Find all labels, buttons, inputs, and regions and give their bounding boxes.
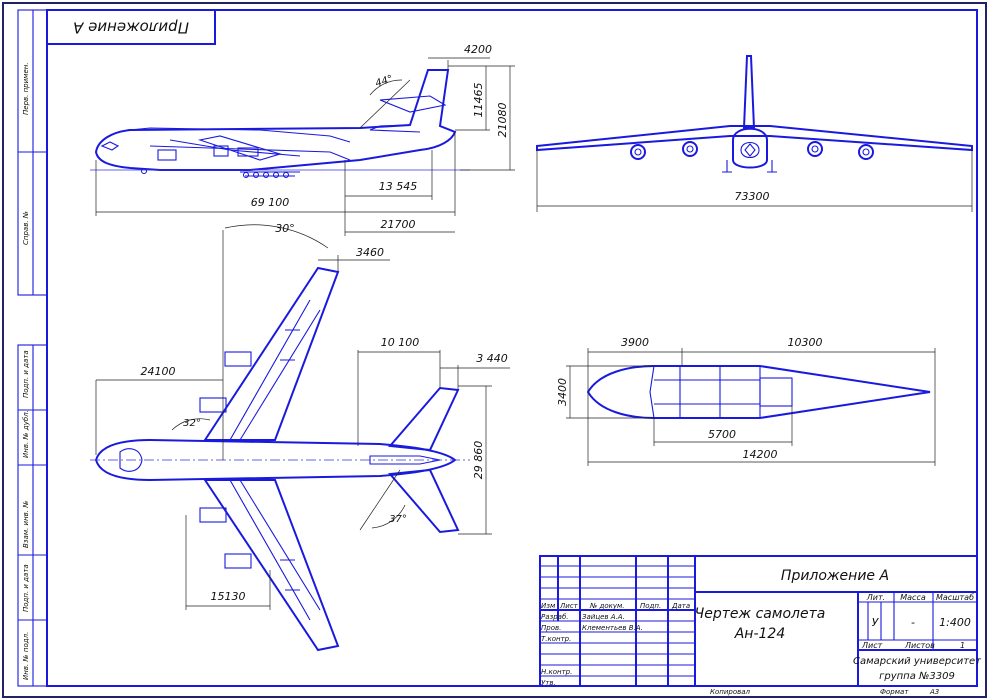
dim-root-to-nose: 24100 xyxy=(141,365,176,378)
margin-label-7: Инв. № подл. xyxy=(22,632,30,680)
margin-label-1: Перв. примен. xyxy=(22,62,30,115)
sheets-label: Листов xyxy=(904,641,935,650)
margin-label-2: Справ. № xyxy=(22,211,30,245)
dim-inlet-len: 3900 xyxy=(621,336,649,349)
dim-tail-chord: 4200 xyxy=(464,43,492,56)
appendix-box xyxy=(46,9,216,45)
hdr-doc-no: № докум. xyxy=(589,602,625,610)
left-margin: Перв. примен. Справ. № Подп. и дата Инв.… xyxy=(17,9,48,687)
dim-tail-height: 11465 xyxy=(472,83,485,118)
hdr-list: Лист xyxy=(559,602,579,610)
nacelle-view: 3900 10300 3400 5700 14200 xyxy=(556,336,936,466)
dim-total-len: 14200 xyxy=(743,448,778,461)
dim-tip-chord: 3460 xyxy=(356,246,384,259)
dim-angle-37: 37° xyxy=(389,514,407,525)
doc-title: Приложение А xyxy=(781,568,889,584)
sheet-label: Лист xyxy=(861,641,883,650)
format-label: Формат xyxy=(880,688,909,696)
hdr-izm: Изм xyxy=(541,602,556,610)
margin-label-3: Подп. и дата xyxy=(22,350,30,398)
role-5: Утв. xyxy=(541,679,556,687)
name-1: Зайцев А.А. xyxy=(582,613,625,621)
margin-label-6: Подп. и дата xyxy=(22,564,30,612)
scale-label: Масштаб xyxy=(936,593,974,602)
format-value: А3 xyxy=(929,688,939,696)
dim-tail-tip: 3 440 xyxy=(476,352,508,365)
margin-label-4: Инв. № дубл. xyxy=(22,410,30,458)
sheets-value: 1 xyxy=(960,641,965,650)
dim-length: 69 100 xyxy=(251,196,290,209)
title-block: Приложение А Чертеж самолета Ан-124 Изм … xyxy=(539,555,982,687)
dim-core-len: 5700 xyxy=(708,428,736,441)
margin-label-5: Взам. инв. № xyxy=(22,500,30,548)
dim-tail-root: 10 100 xyxy=(381,336,420,349)
role-2: Пров. xyxy=(541,624,561,632)
dim-angle-32: 32° xyxy=(183,418,201,429)
side-view: 69 100 13 545 21700 4200 11465 21080 44° xyxy=(90,43,515,236)
org-line-1: Самарский университет xyxy=(853,656,982,667)
dim-tail-span: 29 860 xyxy=(472,441,485,480)
drawing-title-2: Ан-124 xyxy=(734,626,786,642)
hdr-date: Дата xyxy=(671,602,690,610)
hdr-sign: Подп. xyxy=(640,602,661,610)
appendix-label: Приложение А xyxy=(73,19,189,37)
drawing-title-1: Чертеж самолета xyxy=(695,606,826,622)
lit-label: Лит. xyxy=(866,593,885,602)
dim-total-height: 21080 xyxy=(496,103,509,138)
role-4: Н.контр. xyxy=(541,668,572,676)
lit-value: У xyxy=(872,616,880,629)
dim-cone-len: 10300 xyxy=(788,336,823,349)
dim-tail-arm: 21700 xyxy=(381,218,416,231)
dim-wing-pos: 13 545 xyxy=(379,180,418,193)
dim-sweep-angle: 30° xyxy=(275,222,295,235)
role-3: Т.контр. xyxy=(541,635,571,643)
copied-label: Копировал xyxy=(710,688,751,696)
mass-value: - xyxy=(911,616,915,629)
name-2: Клементьев В.А. xyxy=(582,624,643,632)
scale-value: 1:400 xyxy=(939,616,971,629)
dim-engine-spacing: 15130 xyxy=(211,590,246,603)
top-view: 24100 30° 3460 10 100 3 440 29 860 15130… xyxy=(90,222,510,652)
role-1: Разраб. xyxy=(541,613,569,621)
dim-angle-44: 44° xyxy=(374,74,394,90)
inner-frame xyxy=(46,9,978,687)
dim-diameter: 3400 xyxy=(556,378,569,406)
org-line-2: группа №3309 xyxy=(879,671,955,682)
dim-span: 73300 xyxy=(735,190,770,203)
mass-label: Масса xyxy=(900,593,926,602)
front-view: 73300 xyxy=(536,55,973,212)
